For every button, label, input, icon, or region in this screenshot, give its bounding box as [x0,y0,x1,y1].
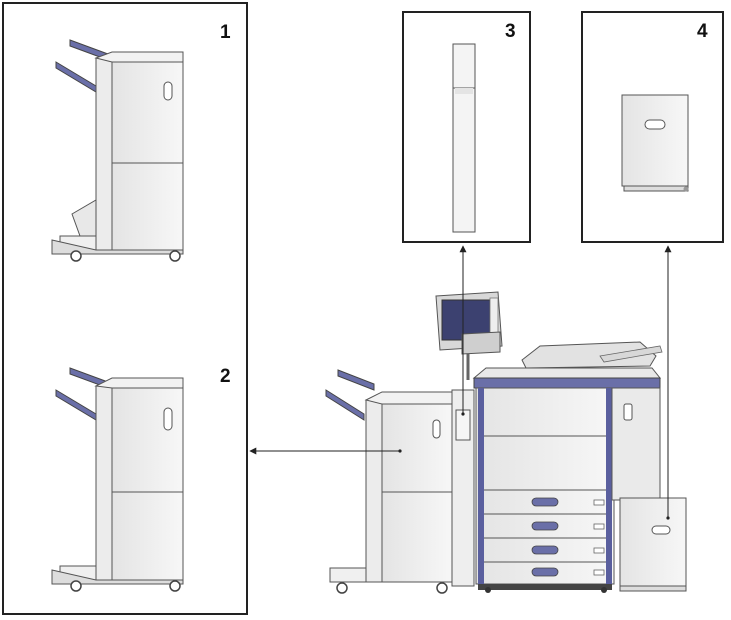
callout-2: 2 [220,366,231,387]
callout-1: 1 [220,22,231,43]
control-panel [436,292,502,354]
callout-3: 3 [505,21,516,42]
unit-4-illustration [622,95,689,192]
callout-4: 4 [697,21,708,42]
main-copier-illustration [326,292,686,593]
unit-3-illustration [453,44,475,232]
